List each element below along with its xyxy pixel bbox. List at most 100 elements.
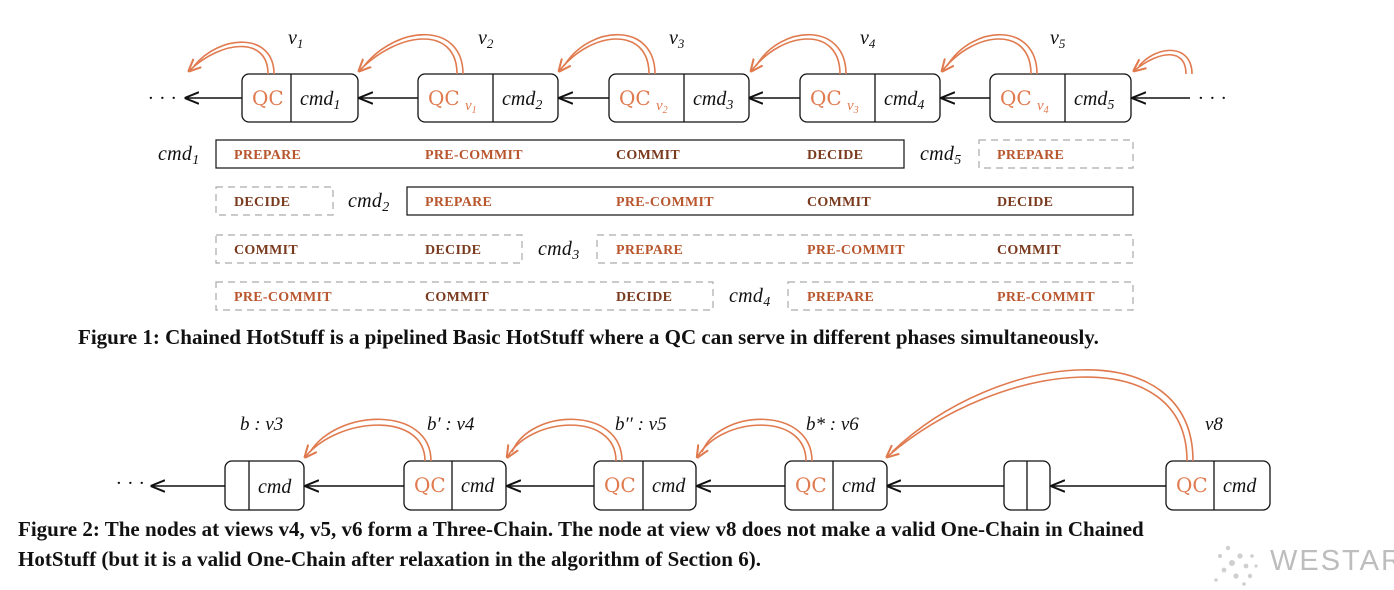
block-5: QC v4 cmd5 <box>989 73 1132 123</box>
svg-text:v2: v2 <box>656 98 668 116</box>
qc-view: v <box>1037 98 1044 114</box>
block-1: QC cmd1 <box>241 73 359 123</box>
cmd-label: cmd <box>652 475 686 497</box>
node-label: b′′ : v5 <box>615 414 667 435</box>
qc-label: QC <box>1176 473 1208 497</box>
qc-view-sub: 3 <box>853 105 859 116</box>
cmd-label: cmd <box>1223 475 1257 497</box>
figure1-caption: Figure 1: Chained HotStuff is a pipeline… <box>78 325 1099 349</box>
row-cmd-label: cmd <box>920 143 955 165</box>
left-ellipsis: · · · <box>116 473 145 494</box>
node-b-star: QC cmd <box>784 460 888 511</box>
phase-label: PREPARE <box>997 148 1064 163</box>
qc-view: v <box>656 98 663 114</box>
phase-label: PREPARE <box>425 195 492 210</box>
qc-arrows <box>306 369 1194 462</box>
svg-text:v4: v4 <box>1037 98 1049 116</box>
svg-text:v3: v3 <box>669 27 685 51</box>
svg-text:v1: v1 <box>288 27 303 51</box>
left-ellipsis: · · · <box>148 88 177 109</box>
right-ellipsis: · · · <box>1198 88 1227 109</box>
phase-rows: cmd1 PREPARE PRE-COMMIT COMMIT DECIDE cm… <box>158 139 1134 311</box>
view-sub: 1 <box>297 36 304 51</box>
view-sub: 4 <box>869 36 876 51</box>
qc-view-sub: 4 <box>1044 105 1049 116</box>
qc-arrows <box>190 33 1193 75</box>
figure2-caption: Figure 2: The nodes at views v4, v5, v6 … <box>18 514 1388 574</box>
cmd-label: cmd <box>502 88 536 110</box>
view-label: v <box>860 27 869 49</box>
svg-text:cmd3: cmd3 <box>538 238 580 263</box>
node-label: b′ : v4 <box>427 414 475 435</box>
phase-label: COMMIT <box>997 243 1061 258</box>
phase-label: DECIDE <box>997 195 1053 210</box>
phase-label: DECIDE <box>616 290 672 305</box>
cmd-label: cmd <box>693 88 727 110</box>
qc-label: QC <box>619 86 651 110</box>
view-label: v <box>288 27 297 49</box>
view-sub: 5 <box>1059 36 1066 51</box>
qc-view: v <box>465 98 472 114</box>
cmd-sub: 1 <box>333 98 340 113</box>
row-cmd-sub: 3 <box>571 248 579 263</box>
block-2: QC v1 cmd2 <box>417 73 559 123</box>
node-empty <box>1003 460 1051 511</box>
qc-view-sub: 2 <box>663 105 668 116</box>
qc-label: QC <box>428 86 460 110</box>
watermark-logo-icon <box>1214 545 1258 586</box>
svg-text:cmd5: cmd5 <box>920 143 962 168</box>
phase-label: COMMIT <box>616 148 680 163</box>
svg-text:cmd1: cmd1 <box>158 143 200 168</box>
node-label: b : v3 <box>240 414 283 435</box>
row-cmd-label: cmd <box>158 143 193 165</box>
svg-text:cmd4: cmd4 <box>729 285 771 310</box>
qc-view-sub: 1 <box>472 105 477 116</box>
row-cmd-sub: 5 <box>954 153 961 168</box>
block-3: QC v2 cmd3 <box>608 73 750 123</box>
qc-view: v <box>847 98 854 114</box>
node-label: b* : v6 <box>806 414 859 435</box>
svg-text:cmd2: cmd2 <box>348 190 390 215</box>
node-b: cmd <box>224 460 305 511</box>
row-cmd-sub: 4 <box>763 295 770 310</box>
phase-label: PREPARE <box>234 148 301 163</box>
phase-label: PREPARE <box>807 290 874 305</box>
node-label: v8 <box>1205 414 1223 435</box>
phase-label: PRE-COMMIT <box>997 290 1095 305</box>
cmd-label: cmd <box>258 476 292 498</box>
row-cmd-sub: 2 <box>382 200 389 215</box>
cmd-label: cmd <box>461 475 495 497</box>
row-cmd-sub: 1 <box>192 153 199 168</box>
cmd-label: cmd <box>842 475 876 497</box>
phase-label: COMMIT <box>425 290 489 305</box>
phase-label: DECIDE <box>234 195 290 210</box>
block-4: QC v3 cmd4 <box>799 73 941 123</box>
cmd-sub: 2 <box>535 98 542 113</box>
qc-label: QC <box>252 86 284 110</box>
row-cmd-label: cmd <box>348 190 383 212</box>
svg-text:cmd5: cmd5 <box>1074 88 1114 113</box>
svg-text:v4: v4 <box>860 27 876 51</box>
qc-label: QC <box>414 473 446 497</box>
node-b-prime: QC cmd <box>403 460 507 511</box>
qc-label: QC <box>1000 86 1032 110</box>
cmd-sub: 3 <box>725 98 733 113</box>
cmd-label: cmd <box>300 88 334 110</box>
svg-text:cmd1: cmd1 <box>300 88 340 113</box>
phase-label: COMMIT <box>807 195 871 210</box>
cmd-label: cmd <box>884 88 918 110</box>
phase-label: DECIDE <box>807 148 863 163</box>
svg-text:v2: v2 <box>478 27 494 51</box>
svg-text:v3: v3 <box>847 98 859 116</box>
qc-label: QC <box>810 86 842 110</box>
phase-label: PRE-COMMIT <box>234 290 332 305</box>
watermark-text: WESTAR <box>1270 545 1394 577</box>
cmd-sub: 4 <box>917 98 924 113</box>
phase-label: COMMIT <box>234 243 298 258</box>
row-cmd-label: cmd <box>538 238 573 260</box>
cmd-label: cmd <box>1074 88 1108 110</box>
view-label: v <box>478 27 487 49</box>
cmd-sub: 5 <box>1107 98 1114 113</box>
svg-text:v5: v5 <box>1050 27 1066 51</box>
